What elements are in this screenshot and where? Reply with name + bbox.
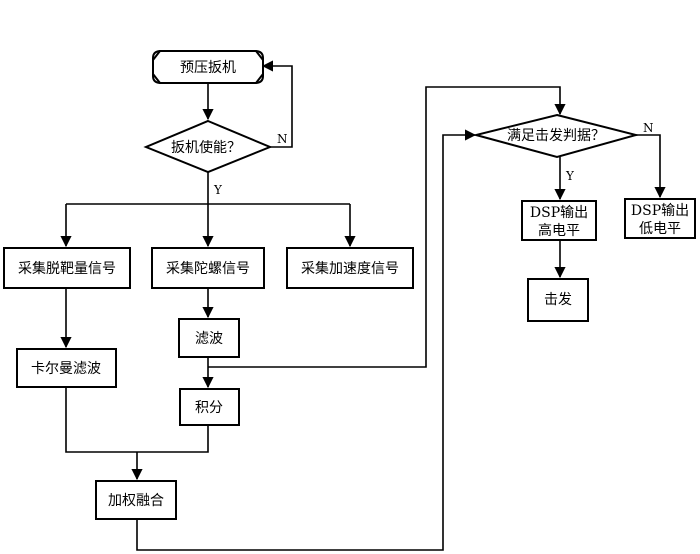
process-shape — [16, 348, 117, 388]
process-shape — [521, 200, 597, 241]
node-label-line2: 低电平 — [639, 221, 681, 237]
node-trigger-enabled: 扳机使能？ — [143, 119, 273, 174]
node-dsp-low: DSP输出 低电平 — [624, 198, 696, 239]
node-filter: 滤波 — [178, 318, 240, 358]
start-terminal-outline — [152, 50, 264, 84]
process-shape — [527, 278, 589, 322]
process-shape — [151, 247, 265, 289]
connectors — [60, 60, 666, 551]
process-shape — [179, 388, 240, 426]
node-label: 满足击发判据？ — [507, 128, 605, 144]
node-kalman: 卡尔曼滤波 — [16, 348, 117, 388]
node-sample-target: 采集脱靶量信号 — [3, 247, 131, 289]
node-label-line1: DSP输出 — [631, 203, 689, 219]
node-label: 采集脱靶量信号 — [18, 260, 116, 277]
arrow-fusion-to-judge — [136, 129, 477, 551]
node-label: 采集陀螺信号 — [166, 260, 250, 277]
decision-shape — [143, 119, 273, 174]
node-fire: 击发 — [527, 278, 589, 322]
node-label: 扳机使能？ — [171, 139, 241, 156]
node-label: 加权融合 — [108, 493, 164, 509]
decision-shape — [472, 113, 640, 159]
process-shape — [178, 318, 240, 358]
node-dsp-high: DSP输出 高电平 — [521, 200, 597, 241]
node-label-line2: 高电平 — [538, 222, 580, 239]
node-label: 卡尔曼滤波 — [31, 361, 101, 377]
label-enable-yes: Y — [213, 183, 223, 197]
label-judge-no: N — [643, 121, 654, 135]
node-sample-gyro: 采集陀螺信号 — [151, 247, 265, 289]
node-preload-trigger: 预压扳机 — [152, 50, 264, 84]
process-shape — [95, 480, 177, 520]
node-fire-judge: 满足击发判据？ — [472, 113, 640, 159]
node-label-line1: DSP输出 — [530, 205, 588, 221]
node-label: 预压扳机 — [180, 60, 236, 76]
arrow-enable-no-loop — [261, 60, 293, 148]
process-shape — [286, 247, 414, 289]
process-shape — [624, 198, 696, 239]
process-shape — [3, 247, 131, 289]
node-label: 滤波 — [195, 331, 223, 347]
node-fusion: 加权融合 — [95, 480, 177, 520]
node-sample-accel: 采集加速度信号 — [286, 247, 414, 289]
label-enable-no: N — [277, 132, 288, 146]
node-label: 采集加速度信号 — [301, 260, 399, 277]
arrow-judge-no — [636, 134, 666, 199]
node-label: 击发 — [544, 292, 572, 308]
node-integrate: 积分 — [179, 388, 240, 426]
node-label: 积分 — [195, 400, 223, 416]
label-judge-yes: Y — [565, 169, 575, 183]
arrow-filter-to-judge — [208, 86, 566, 368]
